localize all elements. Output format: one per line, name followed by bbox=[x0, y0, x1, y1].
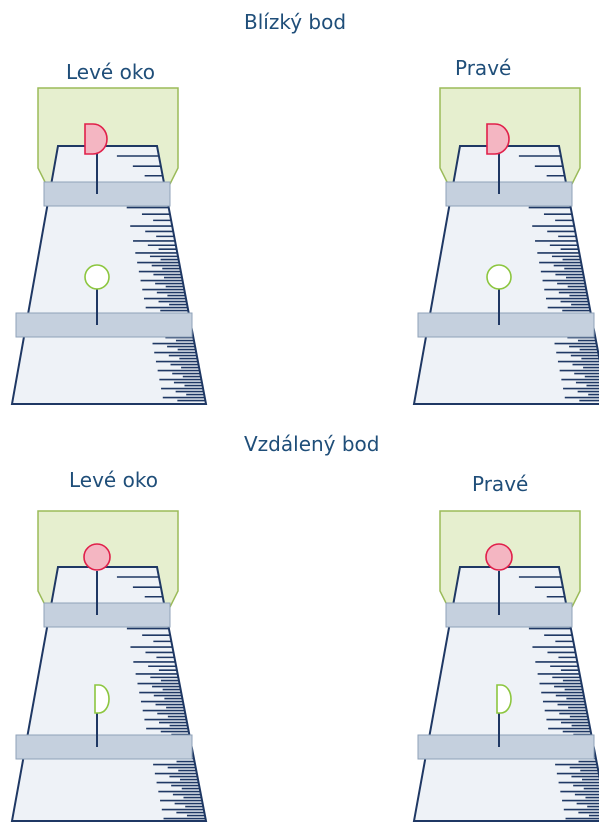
far-point-circle-marker bbox=[485, 543, 513, 571]
lower-slider bbox=[417, 734, 595, 760]
ruler-diagram-far-right bbox=[412, 510, 599, 822]
upper-slider bbox=[43, 181, 171, 207]
lower-slider bbox=[15, 734, 193, 760]
section-title-near-point: Blízký bod bbox=[244, 10, 347, 34]
green-circle-marker bbox=[84, 264, 110, 290]
panel-label-left-eye: Levé oko bbox=[66, 60, 155, 84]
upper-slider bbox=[445, 602, 573, 628]
near-point-half-marker bbox=[486, 123, 510, 155]
panel-label-left-eye: Levé oko bbox=[69, 468, 158, 492]
panel-label-right: Pravé bbox=[455, 56, 512, 80]
upper-slider bbox=[445, 181, 573, 207]
panel-label-right: Pravé bbox=[472, 472, 529, 496]
far-point-circle-marker bbox=[83, 543, 111, 571]
green-half-marker bbox=[94, 684, 110, 714]
green-circle-marker bbox=[486, 264, 512, 290]
ruler-diagram-near-right bbox=[412, 87, 599, 405]
green-half-marker bbox=[496, 684, 512, 714]
upper-slider bbox=[43, 602, 171, 628]
lower-slider bbox=[417, 312, 595, 338]
ruler-diagram-near-left bbox=[10, 87, 208, 405]
near-point-half-marker bbox=[84, 123, 108, 155]
ruler-diagram-far-left bbox=[10, 510, 208, 822]
lower-slider bbox=[15, 312, 193, 338]
section-title-far-point: Vzdálený bod bbox=[244, 432, 380, 456]
